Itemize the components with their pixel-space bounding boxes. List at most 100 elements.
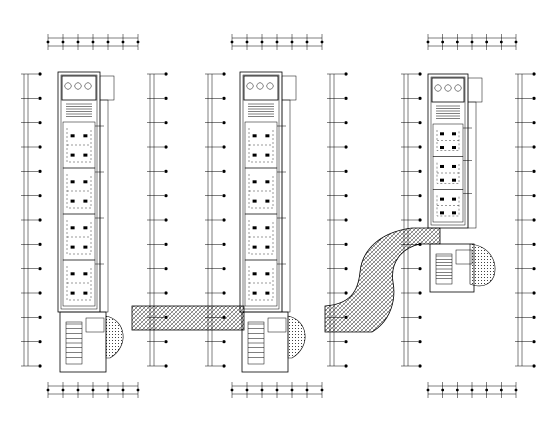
axis-bubble [121,388,125,392]
light-fixture [252,180,257,184]
fixture-symbol [246,82,254,90]
light-fixture [70,226,75,230]
grid-bubble [38,364,42,368]
grid-bubble [222,218,226,222]
grid-bubble [344,218,348,222]
axis-bubble [305,40,309,44]
building-blocks [57,71,483,373]
fixture-symbol [444,84,452,92]
grid-bubble [418,169,422,173]
inner-wall [430,76,466,226]
fixture-symbol [64,82,72,90]
axis-bubble [455,388,459,392]
grid-bubble [222,267,226,271]
light-fixture [70,134,75,138]
grid-bubble [532,364,536,368]
grid-bubble [418,121,422,125]
grid-bubble [418,291,422,295]
light-fixture [83,199,88,203]
grid-bubble [418,267,422,271]
grid-bubble [532,72,536,76]
top-room [243,75,279,101]
grid-bubble [38,145,42,149]
grid-bubble [222,242,226,246]
light-fixture [252,199,257,203]
grid-bubble [418,72,422,76]
axis-bubble [245,40,249,44]
grid-bubble [344,121,348,125]
grid-bubble [164,315,168,319]
axis-bubble [46,388,50,392]
block-middle [239,71,306,373]
light-fixture [265,245,270,249]
light-fixture [440,197,444,201]
grid-bubble [418,96,422,100]
grid-bubble [38,242,42,246]
axis-bubble [485,40,489,44]
grid-bubble [418,340,422,344]
light-fixture [83,153,88,157]
grid-bubble [532,96,536,100]
stair-block [429,243,475,293]
grid-bubble [38,169,42,173]
grid-bubble [38,96,42,100]
axis-bubble [106,388,110,392]
grid-bubble [164,72,168,76]
light-fixture [452,178,456,182]
axis-bubble [245,388,249,392]
grid-bubble [164,145,168,149]
top-annex [99,75,115,101]
grid-bubble [344,96,348,100]
light-fixture [265,153,270,157]
grid-bubble [38,218,42,222]
inner-wall [242,74,280,310]
axis-bubble [230,388,234,392]
fixture-symbol [266,82,274,90]
light-fixture [252,153,257,157]
light-fixture [265,180,270,184]
grid-bubble [418,145,422,149]
corridor-strip [467,101,477,229]
axis-bubble [320,388,324,392]
grid-bubble [222,364,226,368]
axis-bubble [260,40,264,44]
grid-bubble [222,169,226,173]
curved-corridor-middle-right [324,227,441,333]
axis-bubble [470,388,474,392]
axis-bubble [290,40,294,44]
light-fixture [265,226,270,230]
room [62,259,96,307]
top-annex [281,75,297,101]
axis-bubble [514,388,518,392]
light-fixture [70,272,75,276]
light-fixture [70,291,75,295]
grid-bubble [222,340,226,344]
light-fixture [265,291,270,295]
fixture-symbol [434,84,442,92]
axis-bubble [455,40,459,44]
grid-bubble [344,364,348,368]
axis-bubble [514,40,518,44]
grid-bubble [344,340,348,344]
grid-bubble [532,145,536,149]
grid-bubble [222,315,226,319]
block-right [427,73,483,293]
light-fixture [83,272,88,276]
light-fixture [440,178,444,182]
grid-bubble [164,218,168,222]
grid-bubble [222,96,226,100]
axis-bubble [499,388,503,392]
axis-bubble [136,40,140,44]
grid-bubble [164,121,168,125]
light-fixture [83,226,88,230]
axis-bubble [470,40,474,44]
grid-bubble [38,315,42,319]
dimension-grid-3 [401,34,536,398]
light-fixture [70,245,75,249]
light-fixture [252,134,257,138]
grid-bubble [164,291,168,295]
axis-bubble [499,40,503,44]
grid-bubble [532,194,536,198]
fixture-symbol [454,84,462,92]
light-fixture [83,180,88,184]
